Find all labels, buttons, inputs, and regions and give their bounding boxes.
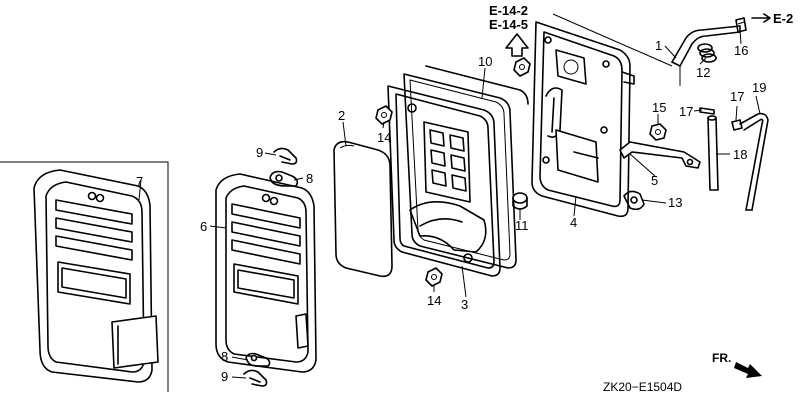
filter-element-part-2: [333, 140, 393, 278]
tube-part-19: [739, 112, 769, 211]
part-label-15: 15: [652, 100, 666, 115]
nut-part-15: [649, 123, 667, 141]
part-label-1: 1: [655, 38, 662, 53]
part-label-10: 10: [478, 54, 492, 69]
back-plate-part-4: [531, 21, 635, 218]
ref-e2: E-2: [773, 11, 793, 26]
bracket-part-5: [619, 141, 701, 169]
clip-part-8-top: [269, 170, 299, 187]
part-label-19: 19: [752, 80, 766, 95]
drawing-code: ZK20−E1504D: [603, 380, 682, 394]
clip-part-9-bottom: [243, 369, 268, 387]
clip-part-17-right: [731, 119, 743, 131]
breather-tube-part-1: [671, 25, 741, 67]
front-direction-arrow-icon: [734, 362, 762, 378]
part-label-4: 4: [570, 215, 577, 230]
part-label-8-top: 8: [306, 171, 313, 186]
part-label-2: 2: [338, 108, 345, 123]
outer-cover-part-7: [0, 161, 169, 392]
part-label-9-top: 9: [256, 145, 263, 160]
nut-part-14-lower: [425, 267, 443, 287]
spring-part-12: [697, 43, 717, 63]
tube-part-18: [707, 115, 719, 191]
part-label-13: 13: [668, 195, 682, 210]
clip-part-8-bottom: [245, 352, 271, 367]
up-arrow-icon: [505, 33, 529, 57]
part-label-16: 16: [734, 43, 748, 58]
part-label-11: 11: [515, 218, 529, 233]
tube-clip-part-16: [735, 17, 747, 33]
part-label-7: 7: [136, 174, 143, 189]
part-label-3: 3: [461, 297, 468, 312]
clamp-part-13: [623, 190, 645, 211]
clip-part-17-left: [699, 107, 715, 115]
leader-lines: [138, 13, 761, 379]
part-label-12: 12: [696, 65, 710, 80]
part-label-5: 5: [651, 173, 658, 188]
part-label-8-bottom: 8: [221, 349, 228, 364]
front-direction-label: FR.: [712, 351, 731, 365]
air-cleaner-cover-part-6: [215, 173, 317, 373]
part-label-6: 6: [200, 219, 207, 234]
nut-part-14-upper: [375, 105, 393, 125]
right-arrow-icon: [751, 13, 771, 23]
part-label-14-lower: 14: [427, 293, 441, 308]
spacer-part-11: [512, 192, 528, 210]
nut-e14-ref: [513, 57, 531, 77]
part-label-14-upper: 14: [377, 130, 391, 145]
part-label-18: 18: [733, 147, 747, 162]
ref-e14-2: E-14-2: [489, 3, 528, 18]
part-label-9-bottom: 9: [221, 369, 228, 384]
part-label-17-left: 17: [679, 104, 693, 119]
gasket-part-10: [403, 65, 529, 269]
ref-e14-5: E-14-5: [489, 17, 528, 32]
air-cleaner-base-part-3: [387, 85, 501, 277]
part-label-17-right: 17: [730, 89, 744, 104]
clip-part-9-top: [273, 147, 298, 165]
